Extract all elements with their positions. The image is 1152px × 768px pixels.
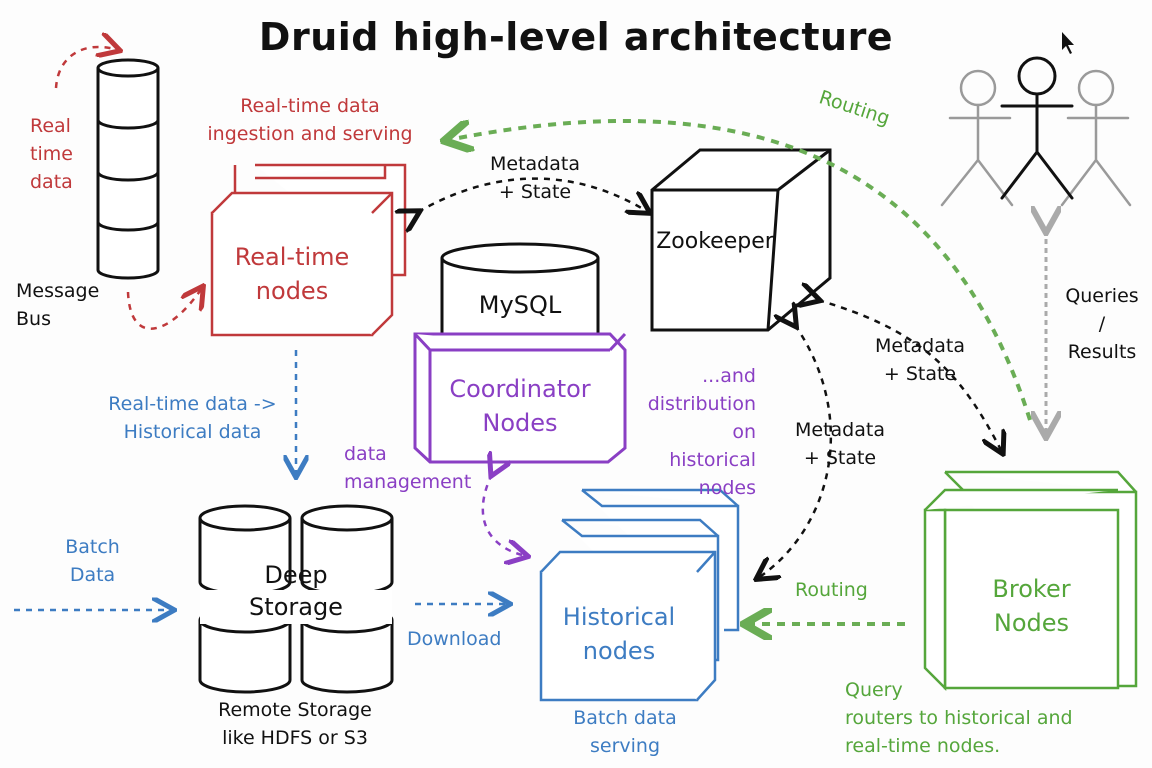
realtime-caption-2: ingestion and serving	[207, 123, 413, 145]
coordinator-label-1: Coordinator	[449, 375, 591, 403]
mysql-label: MySQL	[478, 291, 562, 319]
metadata-state-mid-2: + State	[803, 447, 877, 469]
distribution-label-4: historical	[669, 449, 756, 471]
metadata-state-mid-1: Metadata	[795, 419, 885, 441]
realtime-nodes-label-2: nodes	[255, 277, 329, 305]
realtime-nodes-box	[210, 163, 407, 337]
broker-label-1: Broker	[992, 575, 1071, 603]
realtime-nodes-label-1: Real-time	[234, 243, 350, 271]
broker-caption-1: Query	[845, 679, 903, 701]
message-bus-icon	[96, 58, 160, 280]
realtime-data-label-1: Real	[30, 115, 71, 137]
broker-label-2: Nodes	[993, 609, 1070, 637]
realtime-caption-1: Real-time data	[240, 95, 380, 117]
deep-storage-caption-2: like HDFS or S3	[222, 727, 368, 749]
realtime-data-label-2: time	[30, 143, 73, 165]
message-bus-label-1: Message	[16, 280, 100, 302]
broker-nodes-box	[923, 470, 1138, 692]
metadata-state-top-1: Metadata	[490, 153, 580, 175]
queries-label-1: Queries	[1065, 285, 1139, 307]
data-management-label-2: management	[344, 471, 472, 493]
broker-caption-2: routers to historical and	[845, 707, 1073, 729]
historical-caption-2: serving	[589, 735, 661, 757]
rt-to-hist-label-1: Real-time data ->	[108, 393, 277, 415]
distribution-label-1: ...and	[702, 365, 756, 387]
users-icon	[940, 56, 1132, 207]
deep-storage-label-2: Storage	[200, 590, 392, 624]
mouse-cursor-icon	[1062, 32, 1074, 54]
historical-nodes-box	[539, 488, 740, 702]
data-management-label-1: data	[344, 443, 387, 465]
coordinator-label-2: Nodes	[482, 409, 558, 437]
queries-label-3: Results	[1067, 341, 1137, 363]
distribution-label-2: distribution	[647, 393, 756, 415]
distribution-label-3: on	[732, 421, 756, 443]
realtime-data-label-3: data	[30, 171, 73, 193]
routing-bottom-label: Routing	[795, 579, 868, 601]
deep-storage-label-1: Deep	[264, 561, 328, 589]
historical-label-1: Historical	[562, 603, 676, 631]
coordinator-nodes-box	[413, 332, 627, 464]
broker-caption-3: real-time nodes.	[845, 735, 1001, 757]
download-label: Download	[407, 628, 502, 650]
metadata-state-top-2: + State	[498, 181, 572, 203]
message-bus-label-2: Bus	[16, 308, 51, 330]
bus-to-realtime-arrow	[126, 288, 202, 330]
zookeeper-label: Zookeeper	[656, 229, 774, 254]
distribution-label-5: nodes	[698, 477, 756, 499]
metadata-state-right-2: + State	[883, 363, 957, 385]
metadata-state-right-1: Metadata	[875, 335, 965, 357]
queries-label-2: /	[1098, 313, 1106, 335]
deep-storage-caption-1: Remote Storage	[218, 699, 372, 721]
zookeeper-broker-arrow	[818, 300, 1002, 452]
historical-label-2: nodes	[582, 637, 656, 665]
historical-caption-1: Batch data	[573, 707, 677, 729]
realtime-inflow-arrow	[54, 47, 118, 89]
deep-storage-cylinders	[198, 504, 394, 694]
batch-data-label-2: Data	[69, 564, 116, 586]
batch-data-label-1: Batch	[65, 536, 120, 558]
coordinator-to-historical-arrow	[481, 474, 526, 556]
diagram-title: Druid high-level architecture	[258, 15, 894, 59]
rt-to-hist-label-2: Historical data	[123, 421, 262, 443]
